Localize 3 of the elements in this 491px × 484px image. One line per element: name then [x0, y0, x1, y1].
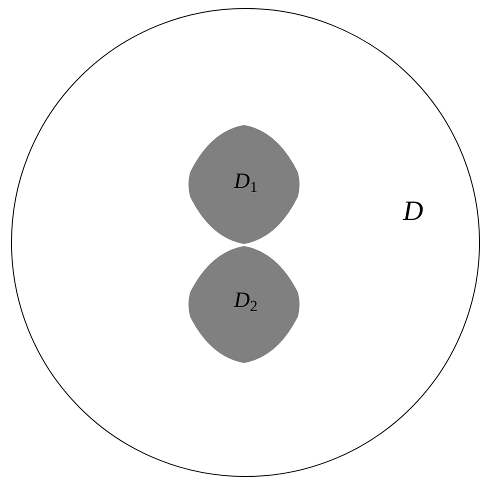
region-label: D — [403, 198, 424, 226]
region-label: D$_{1}$ — [234, 170, 258, 196]
region-label: D$_{2}$ — [234, 289, 258, 314]
